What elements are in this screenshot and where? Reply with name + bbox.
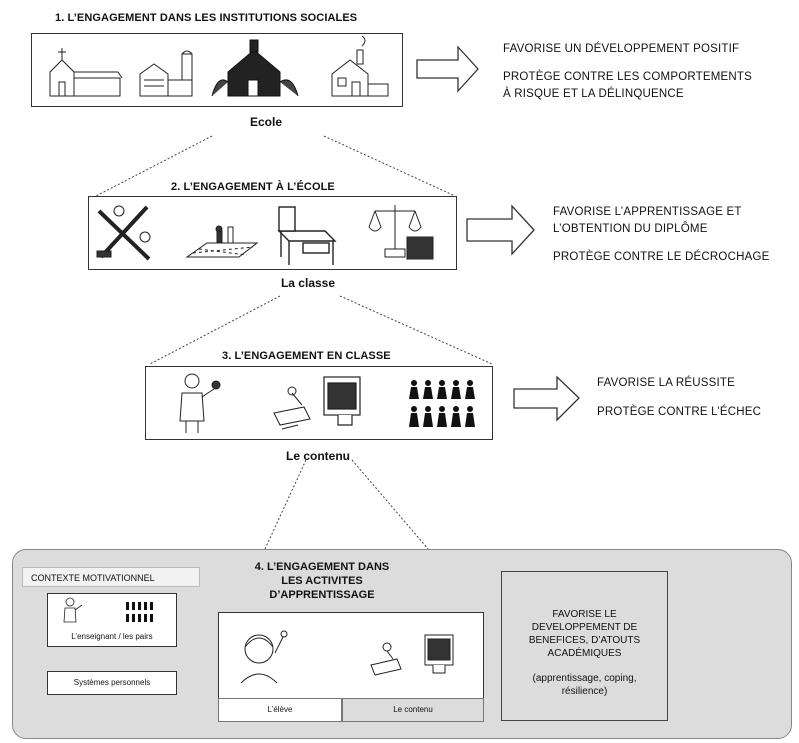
level3-outcome-1: FAVORISE LA RÉUSSITE <box>597 377 735 389</box>
benefit-note-1: (apprentissage, coping, <box>532 673 637 684</box>
church-icon <box>49 48 123 97</box>
level2-caption: La classe <box>280 276 336 290</box>
benefits-box: FAVORISE LE DEVELOPPEMENT DE BENEFICES, … <box>501 571 668 721</box>
level2-outcomes: FAVORISE L’APPRENTISSAGE ET L’OBTENTION … <box>553 204 769 266</box>
student-books-icon <box>370 642 402 676</box>
personal-systems-box: Systèmes personnels <box>47 671 177 695</box>
level3-title: 3. L’ENGAGEMENT EN CLASSE <box>222 350 391 362</box>
content-label: Le contenu <box>342 698 484 722</box>
level4-title-line-1: 4. L’ENGAGEMENT DANS <box>254 561 390 573</box>
level2-outcome-1: FAVORISE L’APPRENTISSAGE ET <box>553 206 742 218</box>
benefit-note-2: résilience) <box>561 686 608 697</box>
teacher-icon <box>63 597 83 623</box>
level4-title-line-2: LES ACTIVITES <box>281 575 363 587</box>
group-people-icon <box>409 380 475 427</box>
group-people-icon <box>126 602 153 622</box>
context-label: CONTEXTE MOTIVATIONNEL <box>22 567 200 587</box>
outcome-arrow-2 <box>466 204 535 256</box>
computer-icon <box>323 376 361 426</box>
student-icon <box>240 630 288 684</box>
personal-systems-label: Systèmes personnels <box>73 678 151 687</box>
benefit-line-2: DEVELOPPEMENT DE <box>531 622 638 633</box>
level3-outcome-2: PROTÈGE CONTRE L’ÉCHEC <box>597 406 762 418</box>
benefit-line-1: FAVORISE LE <box>552 609 617 620</box>
outcome-arrow-3 <box>513 375 580 422</box>
outcome-arrow-1 <box>416 45 479 93</box>
funnel-line <box>351 459 483 613</box>
desk-icon <box>277 206 337 265</box>
level1-caption: Ecole <box>249 115 282 129</box>
teacher-peers-box: L’enseignant / les pairs <box>47 593 177 647</box>
benefit-line-4: ACADÉMIQUES <box>547 648 622 659</box>
level1-outcomes: FAVORISE UN DÉVELOPPEMENT POSITIF PROTÈG… <box>503 41 752 103</box>
farm-icon <box>139 50 193 97</box>
computer-icon <box>424 634 454 674</box>
funnel-line <box>323 135 456 197</box>
justice-scale-icon <box>368 205 434 260</box>
level1-outcome-1: FAVORISE UN DÉVELOPPEMENT POSITIF <box>503 43 740 55</box>
level2-outcome-3: PROTÈGE CONTRE LE DÉCROCHAGE <box>553 251 770 263</box>
learning-activity-box <box>218 612 484 700</box>
level3-caption: Le contenu <box>285 449 350 463</box>
level1-title: 1. L’ENGAGEMENT DANS LES INSTITUTIONS SO… <box>55 12 358 24</box>
level3-outcomes: FAVORISE LA RÉUSSITE PROTÈGE CONTRE L’ÉC… <box>597 375 761 421</box>
level1-outcome-2: PROTÈGE CONTRE LES COMPORTEMENTS <box>503 71 752 83</box>
level1-outcome-3: À RISQUE ET LA DÉLINQUENCE <box>503 88 684 100</box>
benefit-line-3: BENEFICES, D’ATOUTS <box>528 635 641 646</box>
chess-icon <box>185 225 259 258</box>
student-label: L’élève <box>218 698 342 722</box>
funnel-line <box>149 295 281 365</box>
level4-title: 4. L’ENGAGEMENT DANS LES ACTIVITES D’APP… <box>232 560 412 602</box>
schoolhouse-icon <box>211 39 299 97</box>
student-books-icon <box>273 386 311 430</box>
house-icon <box>331 35 389 97</box>
funnel-line <box>95 135 213 197</box>
level2-title: 2. L’ENGAGEMENT À L’ÉCOLE <box>171 181 335 193</box>
level3-image-box <box>145 366 493 440</box>
level4-title-line-3: D’APPRENTISSAGE <box>269 589 375 601</box>
level2-image-box <box>88 196 457 270</box>
level2-outcome-2: L’OBTENTION DU DIPLÔME <box>553 223 708 235</box>
sports-icon <box>96 205 151 261</box>
teacher-icon <box>179 373 221 433</box>
level1-image-box <box>31 33 403 107</box>
teacher-peers-label: L’enseignant / les pairs <box>71 632 153 641</box>
